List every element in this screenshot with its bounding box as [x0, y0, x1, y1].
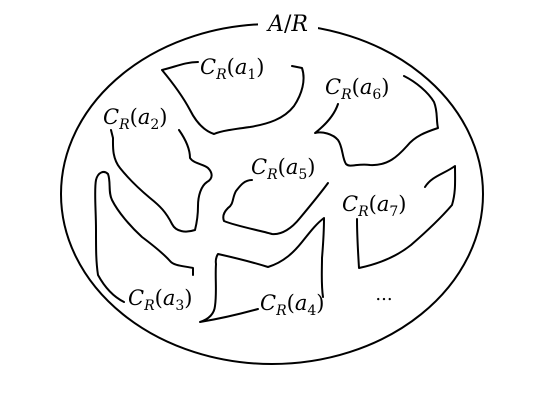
class-label-a3-arg: a	[163, 286, 176, 310]
class-label-a1: CR(a1)	[200, 55, 264, 83]
class-label-a6-arg-sub: 6	[372, 87, 381, 103]
class-label-a4-close-paren: )	[316, 291, 324, 315]
class-label-a3-sub: R	[143, 298, 155, 314]
boundary-a2	[110, 129, 213, 233]
title-knockout	[258, 10, 318, 36]
class-label-a5-arg: a	[286, 155, 299, 179]
class-label-a5-sub: R	[266, 167, 278, 183]
class-label-a4: CR(a4)	[260, 291, 324, 319]
class-label-a4-base: C	[260, 291, 276, 315]
class-label-a3-open-paren: (	[155, 286, 163, 310]
ellipsis: ...	[375, 284, 392, 305]
class-labels: CR(a1)CR(a2)CR(a3)CR(a4)CR(a5)CR(a6)CR(a…	[103, 55, 406, 319]
set-label-base: A	[266, 12, 284, 37]
class-label-a7-sub: R	[357, 204, 369, 220]
class-label-a7-open-paren: (	[369, 192, 377, 216]
class-label-a3-close-paren: )	[184, 286, 192, 310]
class-label-a3-arg-sub: 3	[175, 298, 184, 314]
class-label-a3: CR(a3)	[128, 286, 192, 314]
set-label-slash: /	[284, 12, 292, 37]
set-label-mod: R	[290, 12, 308, 37]
class-label-a6-sub: R	[340, 87, 352, 103]
class-label-a5-close-paren: )	[307, 155, 315, 179]
class-label-a5-open-paren: (	[278, 155, 286, 179]
class-label-a1-close-paren: )	[256, 55, 264, 79]
boundary-a5	[222, 179, 329, 236]
class-label-a6-arg: a	[360, 75, 373, 99]
class-label-a5-arg-sub: 5	[298, 167, 307, 183]
class-label-a7-close-paren: )	[398, 192, 406, 216]
class-label-a2-arg: a	[138, 105, 151, 129]
class-label-a1-base: C	[200, 55, 216, 79]
class-label-a4-open-paren: (	[287, 291, 295, 315]
class-label-a5-base: C	[251, 155, 267, 179]
class-label-a1-open-paren: (	[227, 55, 235, 79]
class-label-a2-arg-sub: 2	[150, 117, 159, 133]
class-label-a2-open-paren: (	[130, 105, 138, 129]
class-label-a4-sub: R	[275, 303, 287, 319]
class-label-a1-sub: R	[215, 67, 227, 83]
set-label: A/R	[266, 12, 308, 37]
class-label-a7-arg-sub: 7	[389, 204, 398, 220]
boundary-a4	[199, 217, 325, 323]
class-label-a4-arg-sub: 4	[307, 303, 316, 319]
class-label-a6: CR(a6)	[325, 75, 389, 103]
class-label-a5: CR(a5)	[251, 155, 315, 183]
boundary-a1	[161, 61, 305, 135]
class-label-a4-arg: a	[295, 291, 308, 315]
class-label-a1-arg: a	[235, 55, 248, 79]
class-label-a3-base: C	[128, 286, 144, 310]
class-label-a7: CR(a7)	[342, 192, 406, 220]
class-label-a6-close-paren: )	[381, 75, 389, 99]
class-label-a6-base: C	[325, 75, 341, 99]
class-label-a2: CR(a2)	[103, 105, 167, 133]
class-label-a1-arg-sub: 1	[247, 67, 256, 83]
partition-curves	[94, 61, 457, 323]
class-label-a2-base: C	[103, 105, 119, 129]
boundary-a7	[356, 165, 457, 269]
class-label-a6-open-paren: (	[352, 75, 360, 99]
boundary-a6	[314, 75, 439, 167]
class-label-a2-close-paren: )	[159, 105, 167, 129]
class-label-a7-arg: a	[377, 192, 390, 216]
class-label-a2-sub: R	[118, 117, 130, 133]
boundary-a3	[94, 171, 194, 303]
class-label-a7-base: C	[342, 192, 358, 216]
